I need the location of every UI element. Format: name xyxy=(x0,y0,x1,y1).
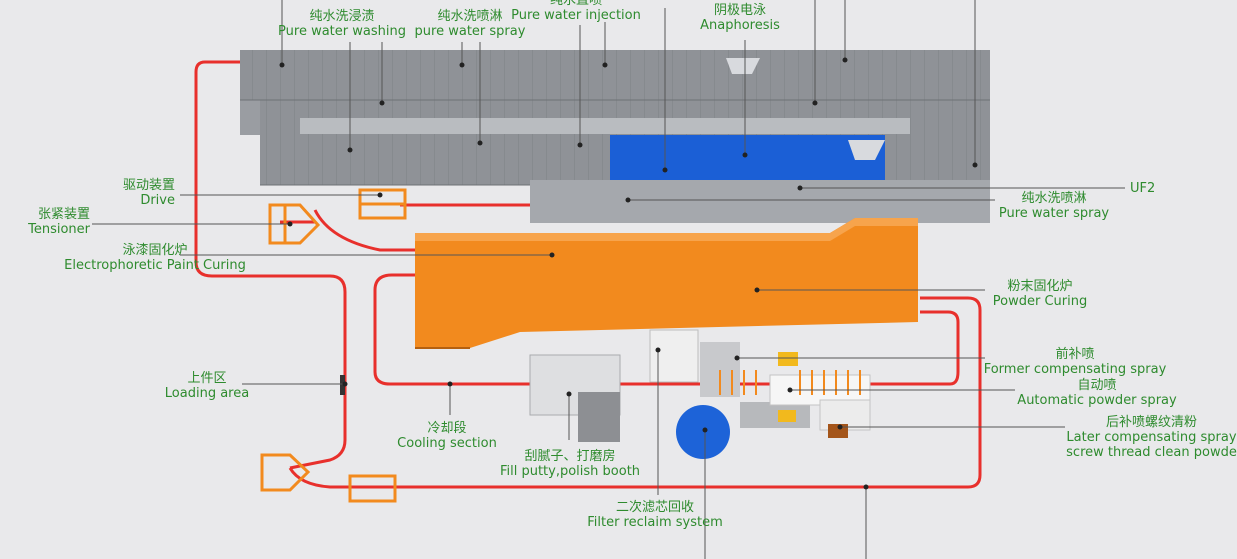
label-en: Cooling section xyxy=(397,436,497,451)
curing-oven xyxy=(415,218,918,349)
leader-lines xyxy=(92,0,1125,559)
label-en: Pure water injection xyxy=(511,8,641,23)
label-en: Pure water spray xyxy=(998,206,1110,221)
label-en: Loading area xyxy=(164,386,250,401)
drive-unit-icon xyxy=(358,188,407,220)
label-zh: 张紧装置 xyxy=(37,207,90,222)
label-powder-curing: 粉末固化炉 Powder Curing xyxy=(993,279,1087,309)
label-former-spray: 前补喷 Former compensating spray xyxy=(984,347,1167,377)
label-en: Automatic powder spray xyxy=(1017,393,1177,408)
label-en: Fill putty,polish booth xyxy=(499,464,641,479)
label-putty: 刮腻子、打磨房 Fill putty,polish booth xyxy=(500,449,640,479)
label-zh: 纯水直喷 xyxy=(549,0,603,8)
label-pure-water-spray-right: 纯水洗喷淋 Pure water spray xyxy=(999,191,1109,221)
label-zh: 泳漆固化炉 xyxy=(122,243,188,258)
fan-icon xyxy=(676,405,730,459)
pretreatment-tanks xyxy=(240,50,990,223)
label-zh: 纯水洗喷淋 xyxy=(437,9,503,24)
label-zh: 后补喷螺纹清粉 xyxy=(1105,415,1197,430)
bottom-tensioner-icon xyxy=(260,453,397,503)
label-cooling: 冷却段 Cooling section xyxy=(397,421,497,451)
label-tensioner: 张紧装置 Tensioner xyxy=(28,207,90,237)
conveyor-line xyxy=(194,60,982,489)
label-en: UF2 xyxy=(1130,181,1156,196)
label-pure-water-spray-top: 纯水洗喷淋 pure water spray xyxy=(415,9,526,39)
label-en: Anaphoresis xyxy=(700,18,780,33)
label-en: Drive xyxy=(140,193,175,208)
label-en: Tensioner xyxy=(28,222,90,237)
label-zh: 上件区 xyxy=(187,371,227,386)
label-zh: 自动喷 xyxy=(1077,378,1117,393)
label-uf2: UF2 xyxy=(1130,181,1155,196)
label-auto-spray: 自动喷 Automatic powder spray xyxy=(1017,378,1176,408)
label-zh: 二次滤芯回收 xyxy=(615,500,694,515)
label-en: Later compensating spray xyxy=(1066,430,1237,445)
label-drive: 驱动装置 Drive xyxy=(123,178,175,208)
anaphoresis-tank xyxy=(610,135,885,180)
label-zh: 粉末固化炉 xyxy=(1007,279,1073,294)
label-en: Filter reclaim system xyxy=(587,515,723,530)
putty-booth xyxy=(529,354,621,442)
label-en: Powder Curing xyxy=(992,294,1088,309)
label-zh: 前补喷 xyxy=(1055,347,1095,362)
filter-unit xyxy=(649,329,810,459)
label-en: Former compensating spray xyxy=(983,362,1167,377)
label-zh: 冷却段 xyxy=(427,421,467,436)
label-filter: 二次滤芯回收 Filter reclaim system xyxy=(587,500,723,530)
label-zh: 纯水洗喷淋 xyxy=(1021,191,1087,206)
label-zh: 阴极电泳 xyxy=(713,3,767,18)
label-zh: 驱动装置 xyxy=(122,178,175,193)
label-en: Electrophoretic Paint Curing xyxy=(64,258,246,273)
label-pure-water-injection: 纯水直喷 Pure water injection xyxy=(511,0,641,23)
label-en-2: screw thread clean powde xyxy=(1066,445,1237,460)
label-ep-curing: 泳漆固化炉 Electrophoretic Paint Curing xyxy=(64,243,246,273)
label-loading: 上件区 Loading area xyxy=(165,371,249,401)
label-later-spray: 后补喷螺纹清粉 Later compensating spray screw t… xyxy=(1066,415,1237,460)
label-en: pure water spray xyxy=(414,24,526,39)
label-en: Pure water washing xyxy=(278,24,406,39)
label-anaphoresis: 阴极电泳 Anaphoresis xyxy=(700,3,780,33)
label-zh: 纯水洗浸渍 xyxy=(309,9,375,24)
label-pure-water-washing: 纯水洗浸渍 Pure water washing xyxy=(278,9,406,39)
label-zh: 刮腻子、打磨房 xyxy=(524,449,616,464)
